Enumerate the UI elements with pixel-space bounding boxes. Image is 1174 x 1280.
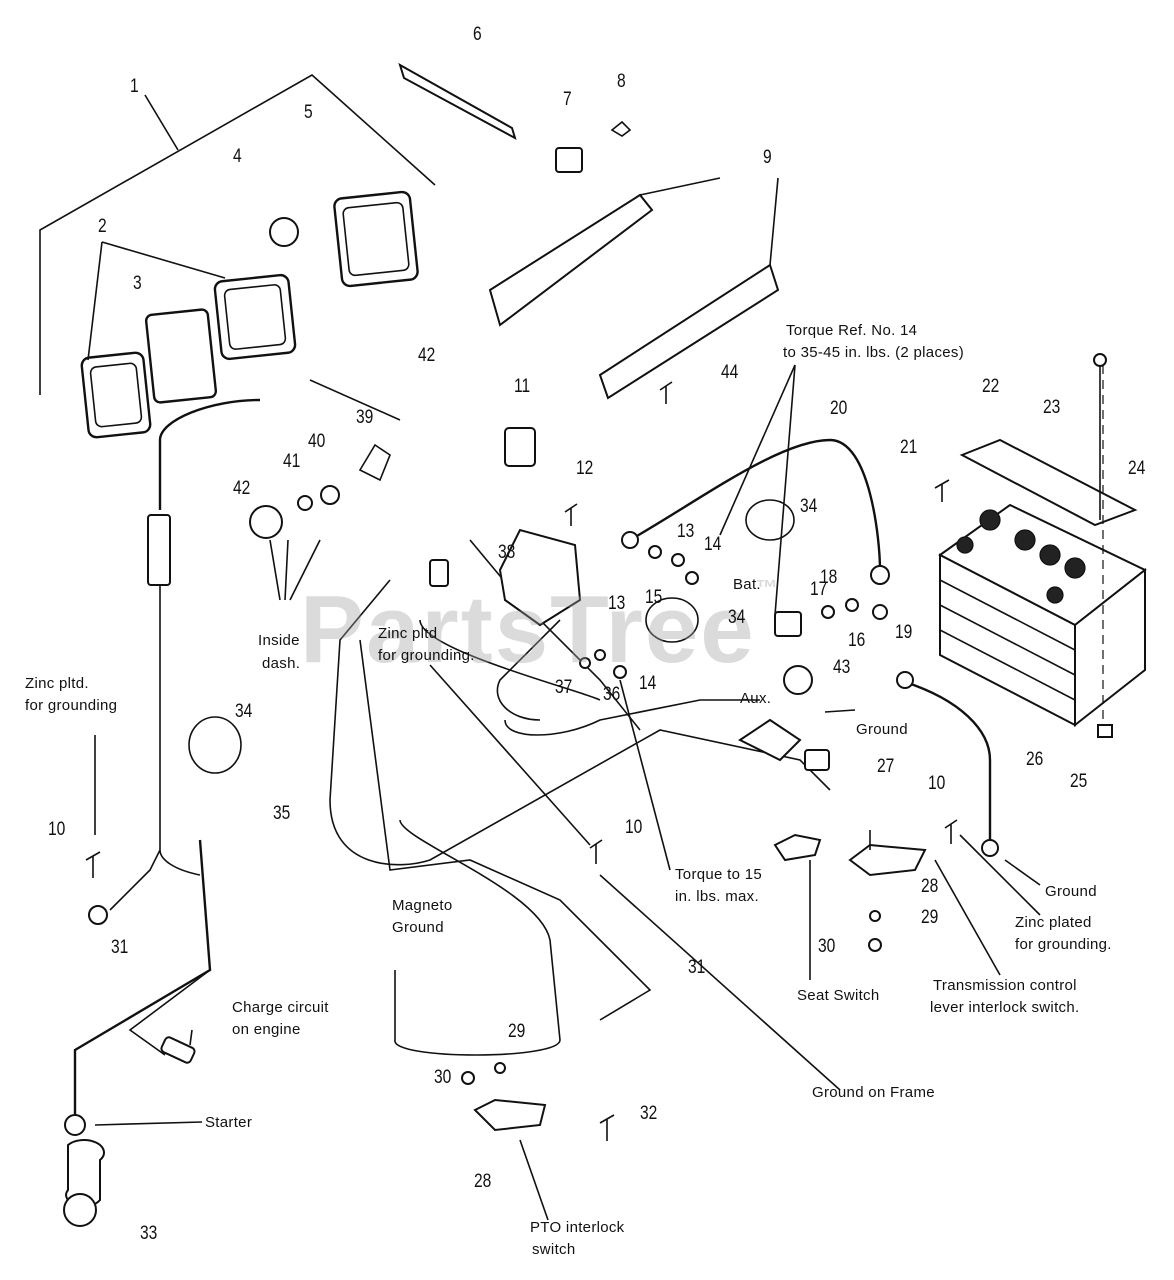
brackets [398,62,780,400]
note-torque-15: in. lbs. max. [675,888,759,905]
part-number: 16 [848,630,866,651]
part-number: 5 [304,102,313,123]
part-number: 31 [688,957,706,978]
part-number: 44 [721,362,739,383]
part-number: 3 [133,273,142,294]
note-zinc-pltd: for grounding. [378,647,475,664]
part-number: 7 [563,89,572,110]
note-charge-circuit: on engine [232,1021,301,1038]
part-number: 40 [308,431,326,452]
part-number: 35 [273,803,291,824]
part-number: 2 [98,216,107,237]
note-inside-dash: dash. [262,655,301,672]
part-number: 18 [820,567,838,588]
note-transmission: Transmission control [933,977,1077,994]
part-number: 11 [514,376,531,397]
note-ground: Ground [1045,883,1097,900]
part-number: 10 [625,817,643,838]
part-number: 34 [728,607,746,628]
note-pto-interlock: switch [532,1241,576,1258]
part-number: 29 [921,907,939,928]
part-number: 28 [921,876,939,897]
note-magneto: Magneto [392,897,453,914]
part-number: 34 [800,496,818,517]
note-zinc-left: Zinc pltd. [25,675,89,692]
note-transmission: lever interlock switch. [930,999,1080,1016]
part-number: 10 [928,773,946,794]
part-number: 28 [474,1171,492,1192]
note-pto-interlock: PTO interlock [530,1219,625,1236]
note-starter: Starter [205,1114,253,1131]
part-number: 31 [111,937,129,958]
switches [63,381,1113,1227]
part-number: 43 [833,657,851,678]
part-number: 42 [418,345,436,366]
part-number: 12 [576,458,594,479]
part-number: 21 [900,437,918,458]
part-number: 27 [877,756,895,777]
part-number: 13 [677,521,695,542]
part-number: 30 [818,936,836,957]
part-number: 26 [1026,749,1044,770]
leader-lines [94,364,1041,1221]
part-number: 24 [1128,458,1146,479]
part-number: 33 [140,1223,158,1244]
note-zinc-left: for grounding [25,697,118,714]
note-zinc-plated: Zinc plated [1015,914,1092,931]
note-inside-dash: Inside [258,632,300,649]
part-number: 38 [498,542,516,563]
note-aux: Aux. [740,690,772,707]
part-number: 1 [130,76,139,97]
part-number: 15 [645,587,663,608]
note-ground-on-frame: Ground on Frame [812,1084,935,1101]
note-magneto: Ground [392,919,444,936]
part-number: 39 [356,407,374,428]
part-number: 20 [830,398,848,419]
note-bat: Bat. [733,576,761,593]
battery [938,353,1147,730]
part-number: 23 [1043,397,1061,418]
note-torque-15: Torque to 15 [675,866,762,883]
part-number: 34 [235,701,253,722]
part-number: 17 [810,579,828,600]
part-number: 8 [617,71,626,92]
part-number: 9 [763,147,772,168]
part-number: 42 [233,478,251,499]
note-ground: Ground [856,721,908,738]
part-number: 25 [1070,771,1088,792]
part-number: 37 [555,677,573,698]
part-number: 14 [639,673,657,694]
headlight-parts [80,190,419,439]
part-number: 19 [895,622,913,643]
part-number: 13 [608,593,626,614]
part-number: 4 [233,146,242,167]
note-charge-circuit: Charge circuit [232,999,329,1016]
part-number: 41 [283,451,301,472]
note-torque-ref-2: to 35-45 in. lbs. (2 places) [783,344,964,361]
note-zinc-pltd: Zinc pltd [378,625,438,642]
part-number: 30 [434,1067,452,1088]
part-number: 10 [48,819,66,840]
headlight-assembly-leaders [39,74,436,395]
part-number: 14 [704,534,722,555]
part-number: 36 [603,684,621,705]
cables [64,379,999,1136]
note-torque-ref: Torque Ref. No. 14 [786,322,918,339]
part-number: 6 [473,24,482,45]
part-number: 29 [508,1021,526,1042]
part-number: 32 [640,1103,658,1124]
note-seat-switch: Seat Switch [797,987,880,1004]
note-zinc-plated: for grounding. [1015,936,1112,953]
part-number: 22 [982,376,1000,397]
